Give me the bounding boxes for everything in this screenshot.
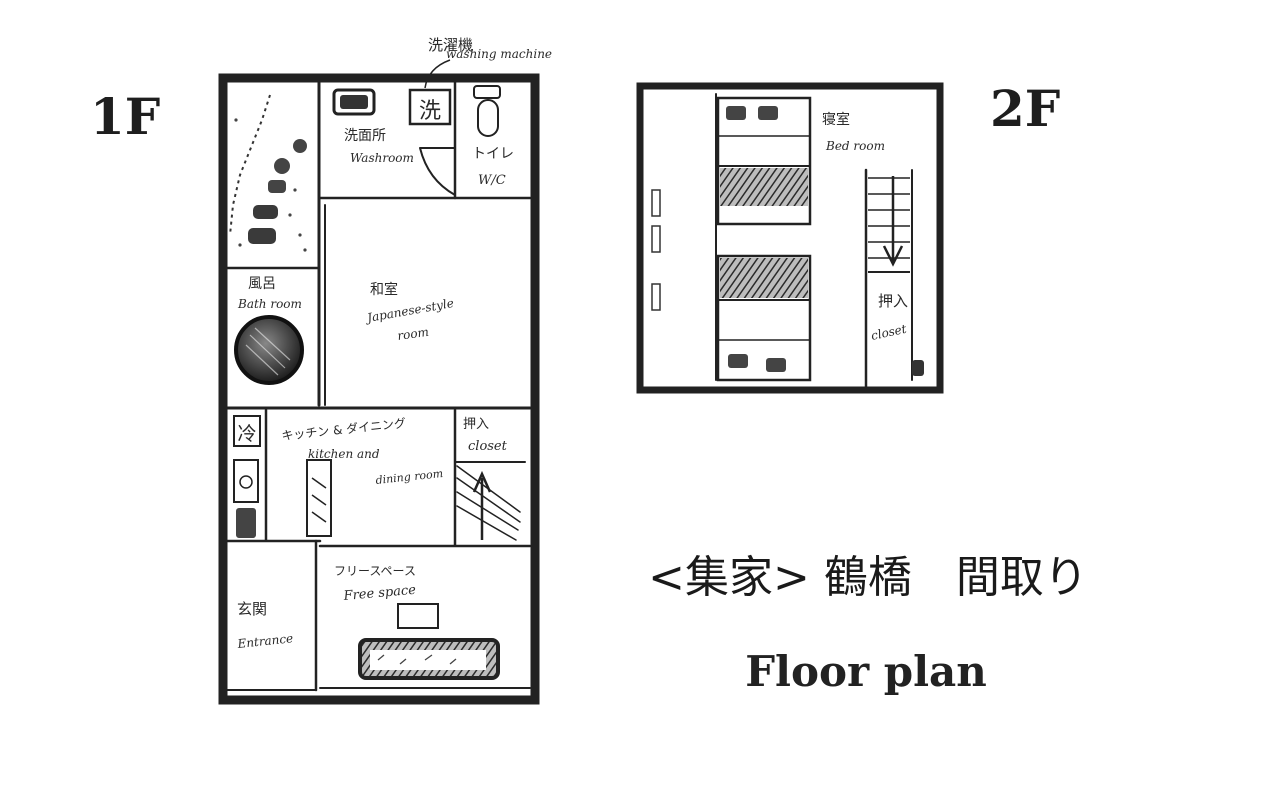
first-floor-label: 1F (90, 87, 160, 146)
kitchen-label-jp: キッチン & ダイニング (281, 415, 407, 443)
free-space-label-en: Free space (342, 583, 417, 604)
closet-1f-label-jp: 押入 (463, 417, 489, 432)
second-floor-label: 2F (990, 79, 1060, 138)
bed-bottom (716, 254, 812, 382)
washing-machine-symbol: 洗 (419, 99, 441, 124)
toilet-fixture (473, 85, 501, 137)
first-floor-plan: 洗 冷 (218, 59, 540, 705)
closet-1f-label-en: closet (468, 439, 508, 454)
bedroom-label-jp: 寝室 (822, 111, 850, 128)
japanese-room-label-en-1: Japanese-style (363, 296, 455, 326)
first-floor-outer-wall (218, 73, 540, 705)
second-floor-stairs (868, 176, 910, 273)
title-japanese: <集家> 鶴橋 間取り (648, 552, 1088, 603)
toilet-label-en: W/C (478, 173, 506, 188)
fridge-box (233, 415, 261, 447)
washing-machine-box (408, 88, 452, 126)
washing-machine-label-jp: 洗濯機 (428, 36, 473, 54)
closet-2f-label-en: closet (870, 322, 908, 343)
title-english: Floor plan (745, 647, 987, 696)
free-space-table (397, 603, 439, 629)
japanese-room-label-en-2: room (396, 325, 429, 343)
first-floor-stairs (456, 465, 521, 541)
bathroom-label-en: Bath room (237, 297, 302, 311)
washing-machine-label-en: washing machine (446, 47, 552, 61)
toilet-label-jp: トイレ (472, 146, 514, 162)
bedroom-label-en: Bed room (825, 139, 885, 153)
dining-table (306, 459, 332, 537)
washing-machine-leader (424, 59, 451, 89)
door-swing (419, 147, 456, 196)
entrance-label-en: Entrance (236, 631, 294, 651)
washroom-label-jp: 洗面所 (344, 128, 386, 144)
second-floor-outer-wall (636, 82, 944, 394)
second-floor-plan (636, 82, 944, 394)
kitchen-label-en-2: dining room (375, 467, 444, 487)
free-space-label-jp: フリースペース (334, 564, 416, 578)
fridge-symbol: 冷 (237, 423, 256, 445)
washroom-label-en: Washroom (350, 151, 414, 165)
bed-top (716, 96, 812, 226)
garden-stepping-stones (229, 94, 307, 252)
japanese-room-label-jp: 和室 (370, 281, 398, 298)
kitchen-label-en-1: kitchen and (308, 447, 380, 461)
stove-box (233, 459, 259, 503)
closet-2f-label-jp: 押入 (878, 292, 908, 310)
bathroom-label-jp: 風呂 (248, 276, 276, 292)
bath-tub (234, 315, 304, 385)
entrance-label-jp: 玄関 (237, 600, 267, 618)
